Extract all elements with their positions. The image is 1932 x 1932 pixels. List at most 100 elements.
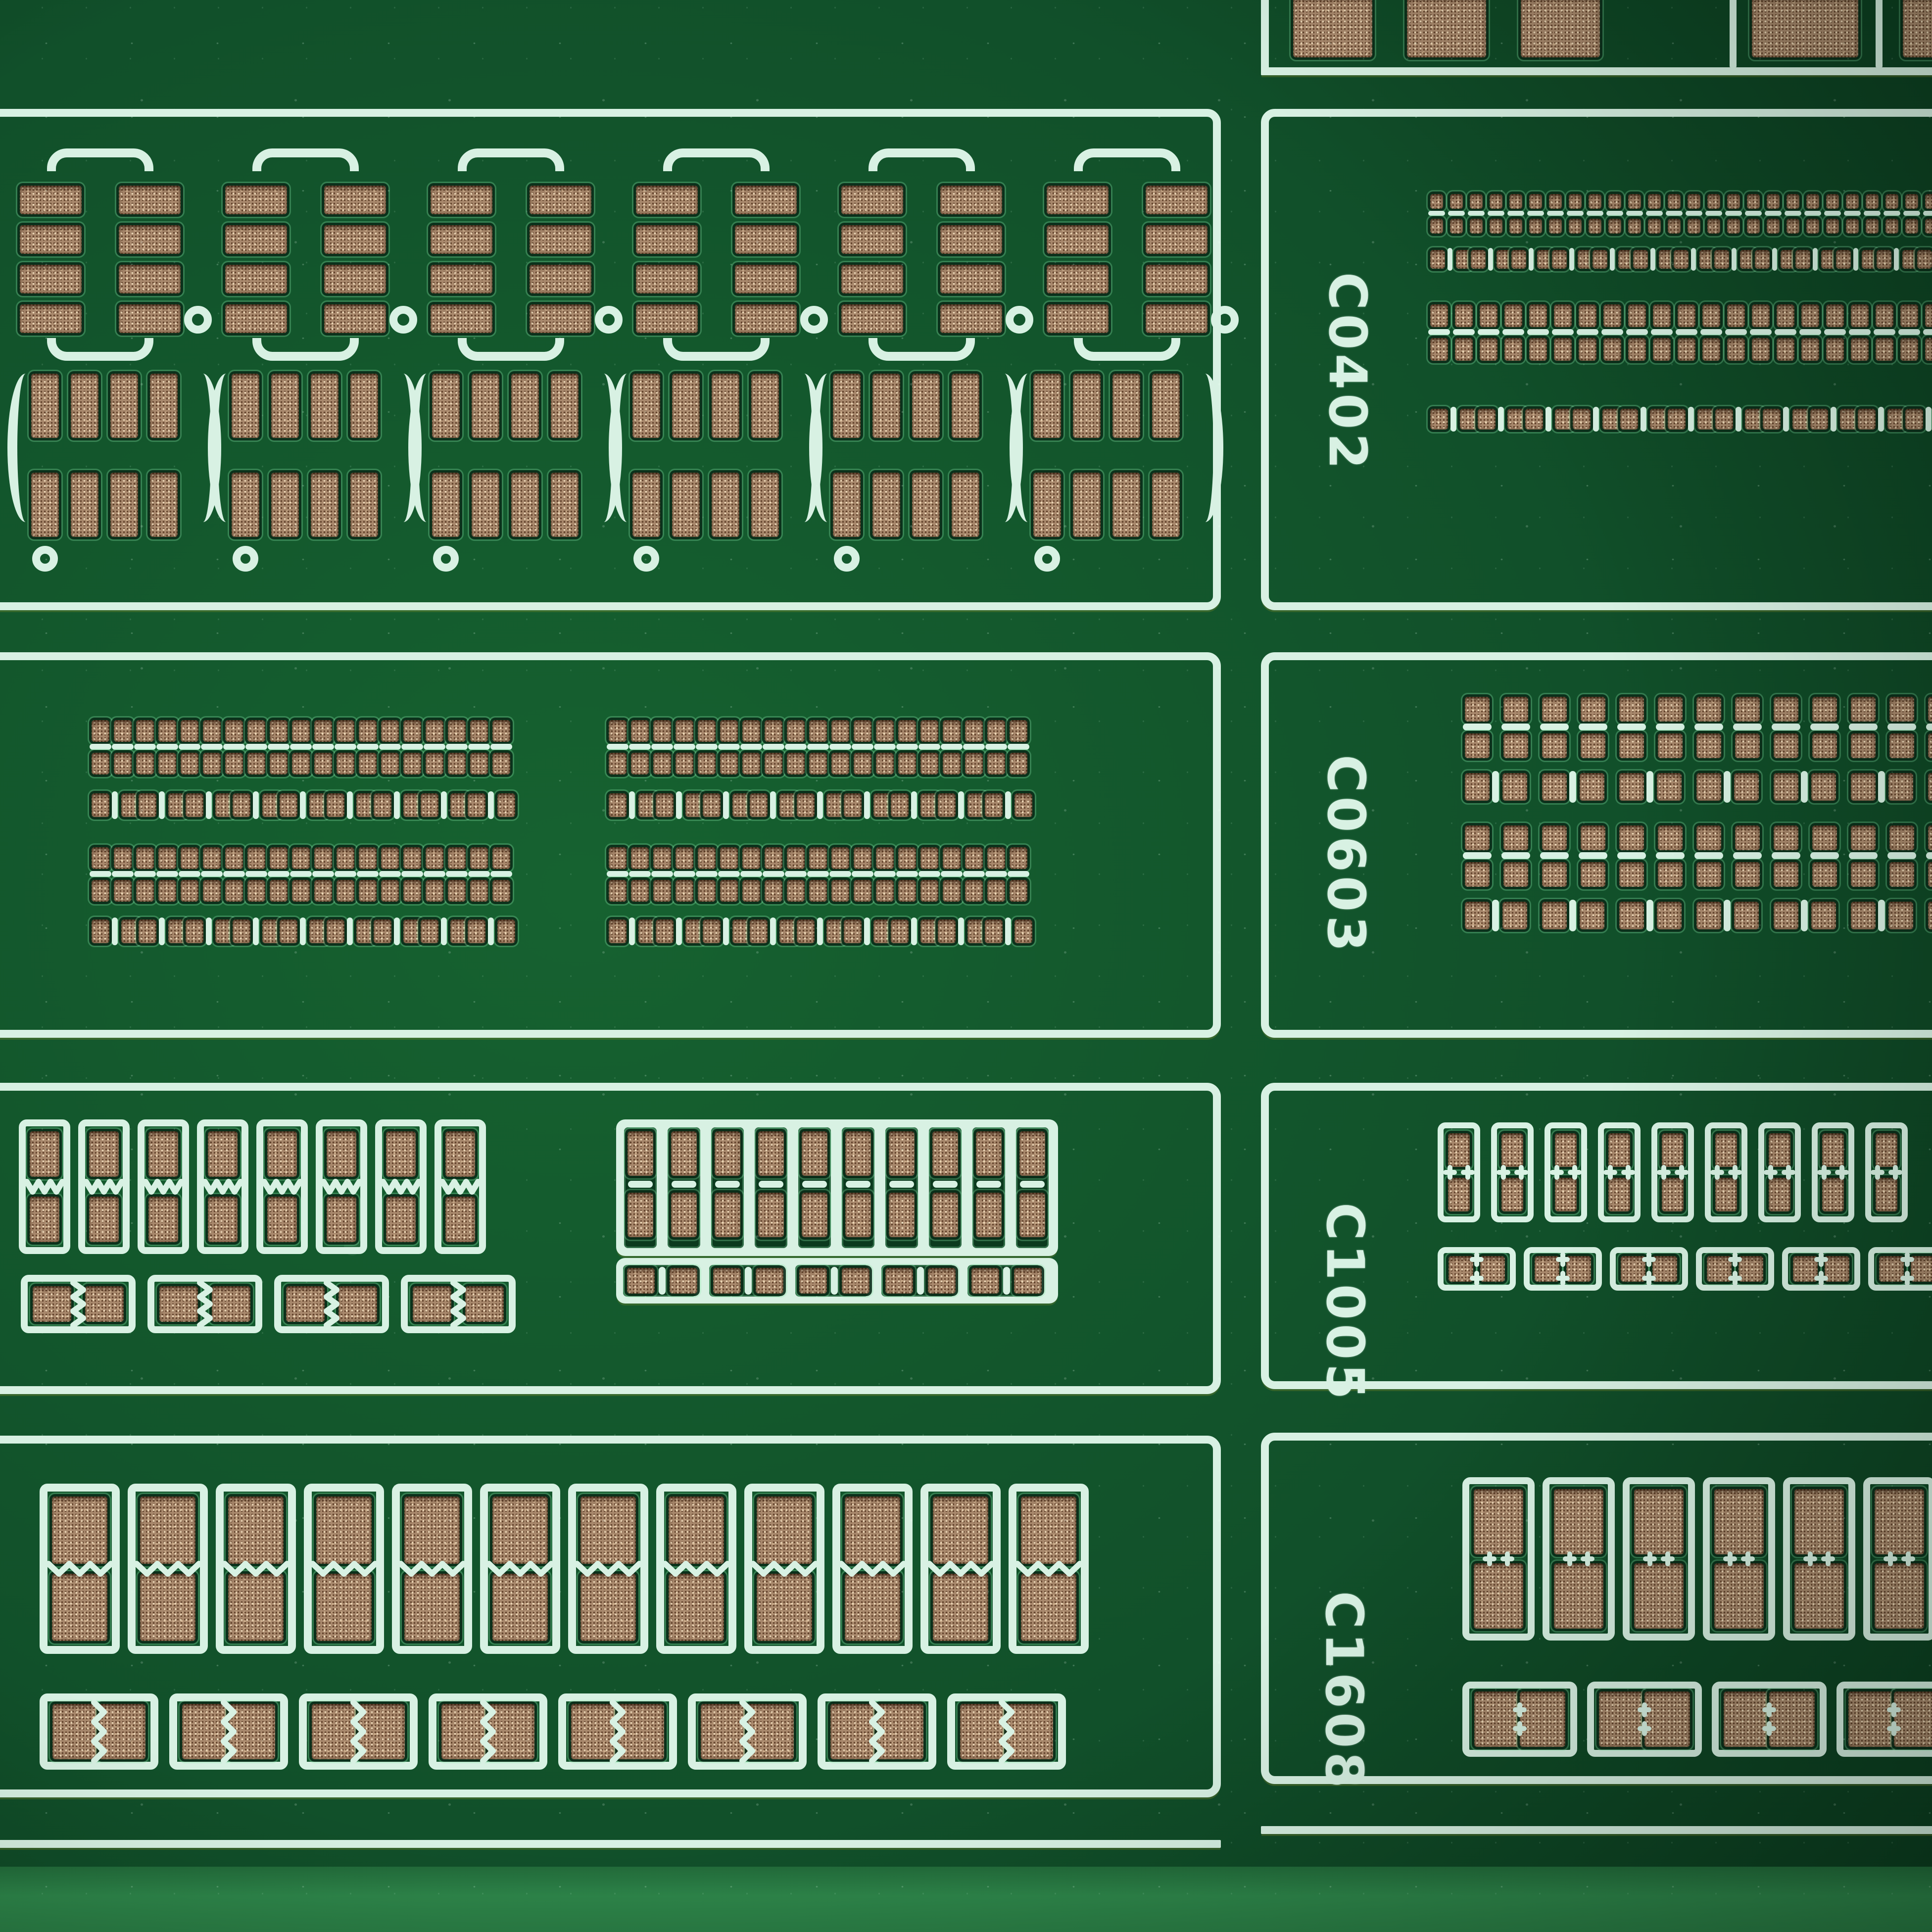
- capacitor-plate-mark: [1513, 1721, 1527, 1736]
- chip-pad: [920, 720, 938, 742]
- chip-pad: [403, 793, 421, 817]
- tssop-pad: [952, 473, 979, 537]
- soic-pad: [1146, 304, 1208, 333]
- silk-tick: [357, 744, 379, 750]
- soic-pad: [841, 304, 903, 333]
- chip-pad: [757, 1574, 812, 1641]
- soic-pad: [636, 225, 698, 254]
- chip-pad: [698, 847, 716, 869]
- tssop-pad: [712, 374, 739, 438]
- chip-pad: [1549, 219, 1562, 234]
- chip-pad: [1777, 304, 1794, 327]
- chip-pad: [450, 793, 468, 817]
- chip-pad: [233, 919, 250, 943]
- silk-tick: [290, 744, 312, 750]
- chip-pad: [225, 847, 243, 869]
- chip-pad: [758, 1131, 784, 1176]
- chip-pad: [1801, 338, 1819, 361]
- silk-tick: [223, 871, 245, 877]
- capacitor-plates-symbol: [1497, 1697, 1542, 1741]
- silk-tick: [1492, 900, 1499, 931]
- silk-tick: [874, 871, 896, 877]
- tssop-pad: [271, 473, 299, 537]
- chip-pad: [1010, 880, 1027, 902]
- soic-pad: [431, 225, 492, 254]
- chip-pad: [286, 1286, 325, 1322]
- chip-pad: [445, 1131, 475, 1177]
- chip-pad: [1774, 773, 1798, 801]
- capacitor-plate-mark: [1568, 1165, 1582, 1180]
- silk-tick: [290, 871, 312, 877]
- tssop-pad: [1112, 374, 1140, 438]
- capacitor-plate-mark: [1723, 1551, 1737, 1566]
- capacitor-plate-mark: [1643, 1551, 1657, 1566]
- silk-tick: [676, 791, 682, 819]
- chip-pad: [1430, 250, 1445, 269]
- chip-pad: [292, 753, 310, 774]
- capacitor-plate-mark: [1728, 1165, 1742, 1180]
- silk-tick: [446, 744, 468, 750]
- chip-pad: [262, 793, 280, 817]
- silk-tick: [829, 744, 851, 750]
- silk-tick: [740, 744, 762, 750]
- chip-pad: [750, 793, 768, 817]
- silk-tick: [468, 871, 490, 877]
- capacitor-plate-mark: [1550, 1165, 1564, 1180]
- silk-tick: [917, 1267, 924, 1295]
- chip-pad: [1702, 338, 1720, 361]
- chip-pad: [1628, 219, 1641, 234]
- chip-pad: [421, 919, 438, 943]
- tssop-pad: [150, 473, 178, 537]
- silk-tick: [802, 1181, 827, 1188]
- silk-tick: [156, 744, 178, 750]
- chip-pad: [426, 753, 443, 774]
- chip-pad: [448, 720, 466, 742]
- capacitor-plates-symbol: [1747, 1697, 1791, 1741]
- chip-pad: [1465, 733, 1490, 758]
- chip-pad: [359, 847, 377, 869]
- chip-pad: [885, 1268, 913, 1294]
- top-footprint-divider-2: [1876, 0, 1883, 67]
- chip-pad: [685, 919, 703, 943]
- chip-pad: [270, 720, 288, 742]
- chip-pad: [1657, 773, 1682, 801]
- chip-pad: [1010, 753, 1027, 774]
- soic-pad: [324, 265, 386, 293]
- resistor-zigzag-symbol: [134, 1561, 202, 1577]
- chip-pad: [1504, 304, 1522, 327]
- chip-pad: [327, 1197, 356, 1242]
- silk-tick: [963, 744, 985, 750]
- fiducial-ring: [1211, 306, 1239, 334]
- tssop-pad: [912, 374, 940, 438]
- capacitor-plate-mark: [1581, 1551, 1594, 1566]
- capacitor-plates-symbol: [1650, 1150, 1695, 1195]
- chip-pad: [1633, 250, 1648, 269]
- chip-pad: [492, 880, 510, 902]
- silk-tick: [807, 871, 829, 877]
- silk-tick: [1488, 211, 1504, 216]
- chip-pad: [1752, 304, 1770, 327]
- chip-pad: [1740, 250, 1755, 269]
- soic-pad: [735, 304, 797, 333]
- chip-pad: [468, 919, 485, 943]
- chip-pad: [765, 847, 782, 869]
- chip-pad: [1503, 733, 1528, 758]
- silkscreen-top-bracket: [47, 148, 153, 171]
- chip-pad: [976, 1131, 1002, 1176]
- silk-tick: [1507, 211, 1524, 216]
- chip-pad: [203, 753, 221, 774]
- silk-tick: [1498, 407, 1504, 432]
- silk-tick: [424, 744, 445, 750]
- chip-pad: [715, 1193, 740, 1237]
- silkscreen-bottom-bracket: [1074, 338, 1180, 361]
- chip-pad: [136, 847, 154, 869]
- chip-pad: [381, 720, 399, 742]
- silk-tick: [958, 918, 964, 945]
- silk-tick: [312, 744, 334, 750]
- silk-tick: [852, 744, 873, 750]
- chip-pad: [943, 847, 961, 869]
- silk-tick: [394, 918, 400, 945]
- chip-pad: [758, 1193, 784, 1237]
- resistor-zigzag-symbol: [398, 1561, 466, 1577]
- chip-pad: [136, 720, 154, 742]
